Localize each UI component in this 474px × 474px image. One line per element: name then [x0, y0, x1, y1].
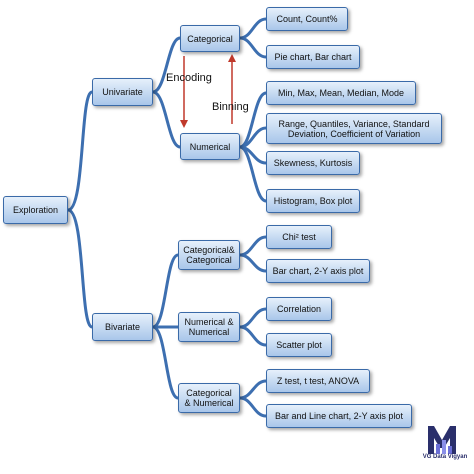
node-bar-line: Bar and Line chart, 2-Y axis plot — [266, 404, 412, 428]
node-skewness: Skewness, Kurtosis — [266, 151, 360, 175]
vg-logo-icon — [428, 426, 456, 454]
node-bivariate: Bivariate — [92, 313, 153, 341]
node-chi-test: Chi² test — [266, 225, 332, 249]
connector-numnum-scatter — [238, 325, 268, 347]
logo-text: VG Data Vigyan — [422, 454, 468, 460]
connector-exploration-bivariate — [66, 208, 94, 329]
node-correlation: Correlation — [266, 297, 332, 321]
node-categorical-numerical: Categorical & Numerical — [178, 383, 240, 413]
connector-catcat-bar2y — [238, 253, 268, 273]
connector-bivariate-catnum — [151, 325, 180, 400]
connector-numerical-histogram — [238, 145, 268, 203]
node-univariate: Univariate — [92, 78, 153, 106]
node-numerical: Numerical — [180, 133, 240, 160]
connector-bivariate-catcat — [151, 253, 180, 329]
node-bar-2y: Bar chart, 2-Y axis plot — [266, 259, 370, 283]
connector-numnum-correlation — [238, 307, 268, 329]
connector-exploration-univariate — [66, 90, 94, 212]
connector-catnum-ztest — [238, 379, 268, 400]
connector-categorical-count — [238, 17, 268, 40]
encoding-label: Encoding — [166, 72, 212, 84]
node-range-variance: Range, Quantiles, Variance, Standard Dev… — [266, 113, 442, 144]
node-categorical: Categorical — [180, 25, 240, 52]
connector-catcat-chi — [238, 235, 268, 257]
node-count: Count, Count% — [266, 7, 348, 31]
node-min-max-mean: Min, Max, Mean, Median, Mode — [266, 81, 416, 105]
node-scatter: Scatter plot — [266, 333, 332, 357]
node-exploration: Exploration — [3, 196, 68, 224]
node-numerical-numerical: Numerical & Numerical — [178, 312, 240, 342]
node-ztest: Z test, t test, ANOVA — [266, 369, 370, 393]
node-categorical-categorical: Categorical& Categorical — [178, 240, 240, 270]
connector-categorical-pie — [238, 36, 268, 59]
connector-univariate-numerical — [151, 90, 182, 149]
node-pie-bar: Pie chart, Bar chart — [266, 45, 360, 69]
binning-label: Binning — [212, 101, 249, 113]
connector-catnum-barline — [238, 396, 268, 418]
node-histogram: Histogram, Box plot — [266, 189, 360, 213]
connector-univariate-categorical — [151, 36, 182, 94]
